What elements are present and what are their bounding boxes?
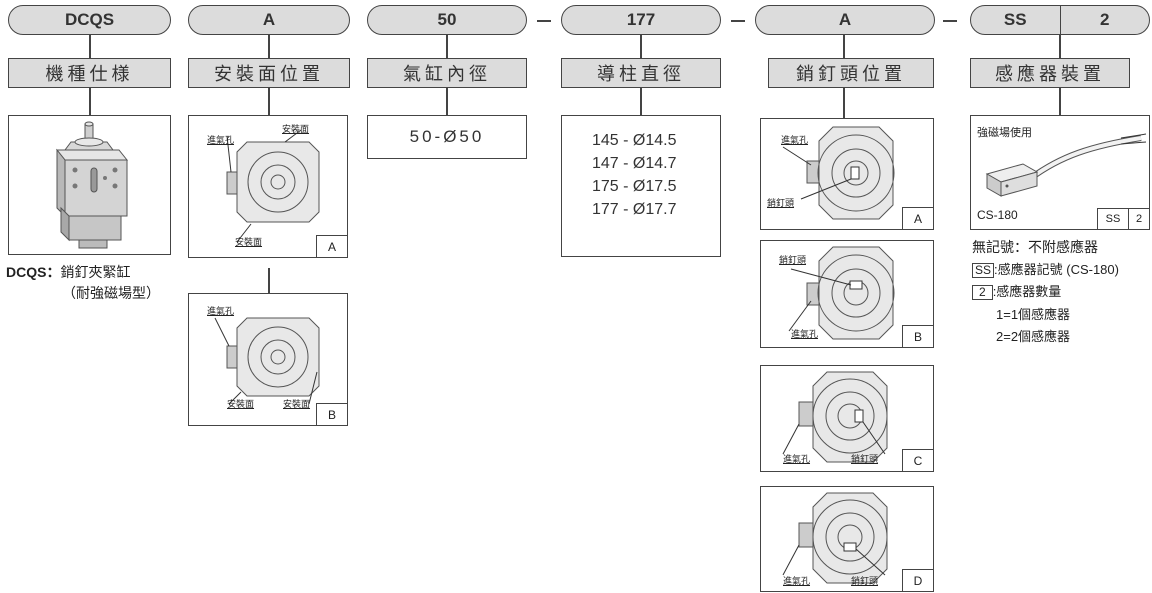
separator-dash xyxy=(537,20,551,22)
bore-value-box: 50-Ø50 xyxy=(367,115,527,159)
sensor-note-none: 無記號：不附感應器 xyxy=(972,239,1098,255)
sensor-code-text: :感應器記號 (CS-180) xyxy=(994,262,1119,277)
sensor-qty-text: :感應器數量 xyxy=(992,284,1062,299)
code-pin-head-pill: A xyxy=(755,5,935,35)
pin-head-label: 銷釘頭 xyxy=(767,198,795,208)
inlet-label: 進氣孔 xyxy=(207,306,235,316)
model-name: 銷釘夾緊缸 xyxy=(60,264,131,280)
sensor-note-code: SS:感應器記號 (CS-180) xyxy=(972,259,1150,278)
mount-b-illustration xyxy=(214,317,320,405)
connector-line xyxy=(268,268,270,293)
pin-b-illustration xyxy=(788,246,895,340)
code-guide-pill: 177 xyxy=(561,5,721,35)
mount-diagram-b: 進氣孔 安裝面 安裝面 B xyxy=(188,293,348,426)
connector-line xyxy=(268,35,270,58)
inlet-label: 進氣孔 xyxy=(791,329,819,339)
sensor-note-two: 2=2個感應器 xyxy=(996,329,1071,344)
cylinder-image-box xyxy=(8,115,171,255)
sensor-qty: 2 xyxy=(1059,6,1150,34)
sensor-image-box: 強磁場使用 CS-180 SS 2 xyxy=(970,115,1150,230)
pin-head-diagram-c: 進氣孔 銷釘頭 C xyxy=(760,365,934,472)
header-model: 機種仕様 xyxy=(8,58,171,88)
model-code: DCQS： xyxy=(6,264,61,280)
diagram-tag: B xyxy=(902,325,933,347)
pin-head-label: 銷釘頭 xyxy=(851,454,879,464)
guide-value: 145 - Ø14.5 xyxy=(592,132,677,149)
guide-value: 147 - Ø14.7 xyxy=(592,155,677,172)
connector-line xyxy=(843,88,845,118)
sensor-code-box: SS xyxy=(972,263,995,278)
inlet-label: 進氣孔 xyxy=(781,135,809,145)
diagram-tag: A xyxy=(902,207,933,229)
diagram-tag: A xyxy=(316,235,347,257)
mount-face-label: 安裝面 xyxy=(282,124,310,134)
sensor-code: SS xyxy=(1003,10,1027,29)
pin-head-label: 銷釘頭 xyxy=(851,576,879,586)
pin-head-label: 銷釘頭 xyxy=(779,255,807,265)
inlet-label: 進氣孔 xyxy=(783,576,811,586)
mount-diagram-a: 進氣孔 安裝面 安裝面 A xyxy=(188,115,348,258)
connector-line xyxy=(89,88,91,115)
code-mount-pill: A xyxy=(188,5,350,35)
connector-line xyxy=(446,35,448,58)
model-description: DCQS：銷釘夾緊缸 xyxy=(6,262,130,282)
connector-line xyxy=(1059,88,1061,115)
connector-line xyxy=(268,88,270,115)
sensor-caption: 強磁場使用 xyxy=(977,127,1032,139)
sensor-tag: SS 2 xyxy=(1097,208,1149,229)
pin-clamp-cylinder-illustration xyxy=(55,121,129,249)
diagram-tag: C xyxy=(902,449,933,471)
mount-face-label: 安裝面 xyxy=(283,399,311,409)
code-model-pill: DCQS xyxy=(8,5,171,35)
sensor-tag-qty: 2 xyxy=(1128,209,1149,229)
separator-dash xyxy=(943,20,957,22)
pin-a-illustration xyxy=(782,126,895,220)
mount-a-illustration xyxy=(226,129,320,243)
mount-face-label: 安裝面 xyxy=(235,237,263,247)
sensor-note-one: 1=1個感應器 xyxy=(996,307,1071,322)
diagram-tag: D xyxy=(902,569,933,591)
connector-line xyxy=(843,35,845,58)
connector-line xyxy=(640,88,642,115)
sensor-qty-box: 2 xyxy=(972,285,993,300)
model-subtitle: （耐強磁場型） xyxy=(62,285,160,301)
connector-line xyxy=(1059,35,1061,58)
connector-line xyxy=(446,88,448,115)
guide-value-box: 145 - Ø14.5 147 - Ø14.7 175 - Ø17.5 177 … xyxy=(561,115,721,257)
code-bore-pill: 50 xyxy=(367,5,527,35)
connector-line xyxy=(640,35,642,58)
header-pin-head: 銷釘頭位置 xyxy=(768,58,934,88)
pin-head-diagram-b: 銷釘頭 進氣孔 B xyxy=(760,240,934,348)
pin-d-illustration xyxy=(782,492,888,584)
pin-c-illustration xyxy=(782,371,888,463)
guide-value: 175 - Ø17.5 xyxy=(592,178,677,195)
sensor-tag-code: SS xyxy=(1105,213,1121,225)
inlet-label: 進氣孔 xyxy=(207,135,235,145)
guide-value: 177 - Ø17.7 xyxy=(592,201,677,218)
connector-line xyxy=(89,35,91,58)
header-sensor: 感應器裝置 xyxy=(970,58,1130,88)
diagram-tag: B xyxy=(316,403,347,425)
pin-head-diagram-a: 進氣孔 銷釘頭 A xyxy=(760,118,934,230)
code-sensor-pill: SS 2 xyxy=(970,5,1150,35)
sensor-note-qty: 2:感應器數量 xyxy=(972,281,1061,300)
header-bore: 氣缸內徑 xyxy=(367,58,527,88)
header-guide: 導柱直徑 xyxy=(561,58,721,88)
separator-dash xyxy=(731,20,745,22)
mount-face-label: 安裝面 xyxy=(227,399,255,409)
sensor-illustration xyxy=(985,133,1147,197)
pin-head-diagram-d: 進氣孔 銷釘頭 D xyxy=(760,486,934,592)
header-mount: 安裝面位置 xyxy=(188,58,350,88)
sensor-model: CS-180 xyxy=(977,208,1018,222)
inlet-label: 進氣孔 xyxy=(783,454,811,464)
